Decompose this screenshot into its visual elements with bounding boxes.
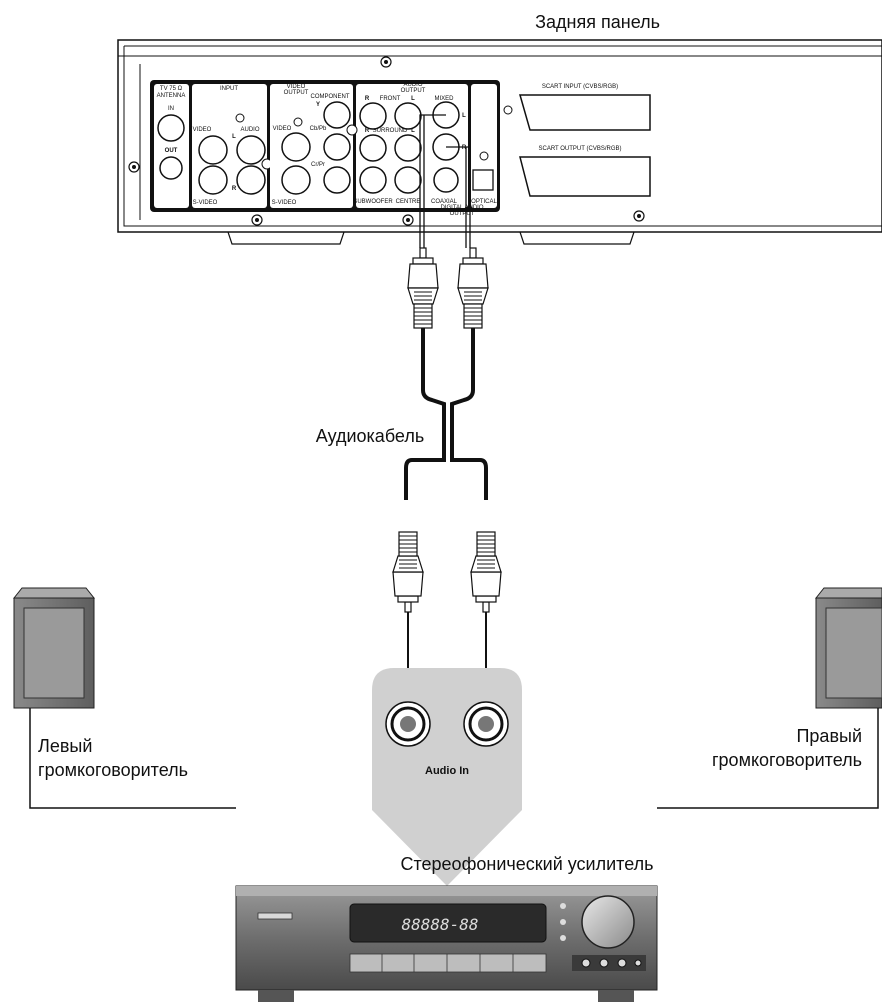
speaker-wires [29,708,879,809]
screw-icon [251,214,263,226]
front-r-label: R [365,96,370,102]
audio-in-left-jack [385,701,431,747]
amp-display [349,903,547,943]
front-l-label: L [411,96,415,102]
antenna-out-label: OUT [165,148,178,154]
centre-label: CENTRE [396,199,421,205]
cb-label: Cb/Pb [310,126,327,132]
audio-cable [404,328,488,500]
dvd-rear-panel: TV 75 Ω ANTENNA IN OUT INPUT VIDEO AUDIO… [117,12,882,245]
scart-out-label: SCART OUTPUT (CVBS/RGB) [538,146,621,152]
mixed-output-leads [419,114,471,248]
component-y-label: Y [316,102,320,108]
surround-label: SURROUND [373,128,408,134]
antenna-in-label: IN [168,106,174,112]
rca-plug-right-lower [470,531,502,613]
video-output-label-2: OUTPUT [284,90,309,96]
audio-in-right-jack [463,701,509,747]
surround-r-label: R [365,128,370,134]
input-svideo-label: S-VIDEO [193,200,218,206]
audio-in-panel: Audio In [372,668,522,886]
input-label: INPUT [220,86,238,92]
right-speaker-label-1: Правый [796,726,862,746]
audio-output-label-2: OUTPUT [401,88,426,94]
video-output-label: VIDEO [287,84,306,90]
rca-plug-left-lower [392,531,424,613]
digital-output-label: OUTPUT [450,211,475,217]
amp-display-digits: 88888-88 [401,915,478,934]
antenna-label: TV 75 Ω [160,86,183,92]
front-label: FRONT [380,96,401,102]
left-speaker-label-2: громкоговоритель [38,760,188,780]
video-out-label: VIDEO [273,126,292,132]
cr-label: Cr/Pr [311,162,325,168]
stereo-amplifier-label: Стереофонический усилитель [400,854,653,874]
screw-icon [128,161,140,173]
surround-l-label: L [411,128,415,134]
screw-icon [380,56,392,68]
scart-out-connector [519,156,651,197]
component-label: COMPONENT [311,94,350,100]
audio-cable-label: Аудиокабель [316,426,424,446]
antenna-out-jack [159,156,183,180]
mixed-l-label: L [462,113,466,119]
coaxial-jack [433,167,459,193]
right-speaker [814,587,882,709]
input-l-label: L [232,134,236,140]
mixed-r-label: R [462,145,467,151]
subwoofer-label: SUBWOOFER [353,199,393,205]
input-r-label: R [232,186,237,192]
mixed-label: MIXED [434,96,454,102]
coaxial-label: COAXIAL [431,199,458,205]
left-speaker-label-1: Левый [38,736,92,756]
screw-icon [402,214,414,226]
left-speaker [12,587,96,709]
screw-icon [633,210,645,222]
optical-label: OPTICAL [471,199,497,205]
digital-audio-label: DIGITAL AUDIO [440,205,483,211]
stereo-amplifier: 88888-88 [235,885,658,1002]
video-svideo-label: S-VIDEO [272,200,297,206]
volume-knob [581,895,635,949]
right-speaker-label-2: громкоговоритель [712,750,862,770]
audio-in-label: Audio In [425,765,469,777]
scart-in-connector [519,94,651,131]
antenna-label-2: ANTENNA [157,93,186,99]
optical-jack [472,169,494,191]
rca-plug-right-upper [457,247,489,329]
rear-panel-label: Задняя панель [535,12,660,32]
scart-in-label: SCART INPUT (CVBS/RGB) [542,84,618,90]
audio-output-label: AUDIO [403,82,422,88]
antenna-in-jack [157,114,185,142]
input-audio-label: AUDIO [240,127,259,133]
input-video-label: VIDEO [193,127,212,133]
rca-plug-left-upper [407,247,439,329]
